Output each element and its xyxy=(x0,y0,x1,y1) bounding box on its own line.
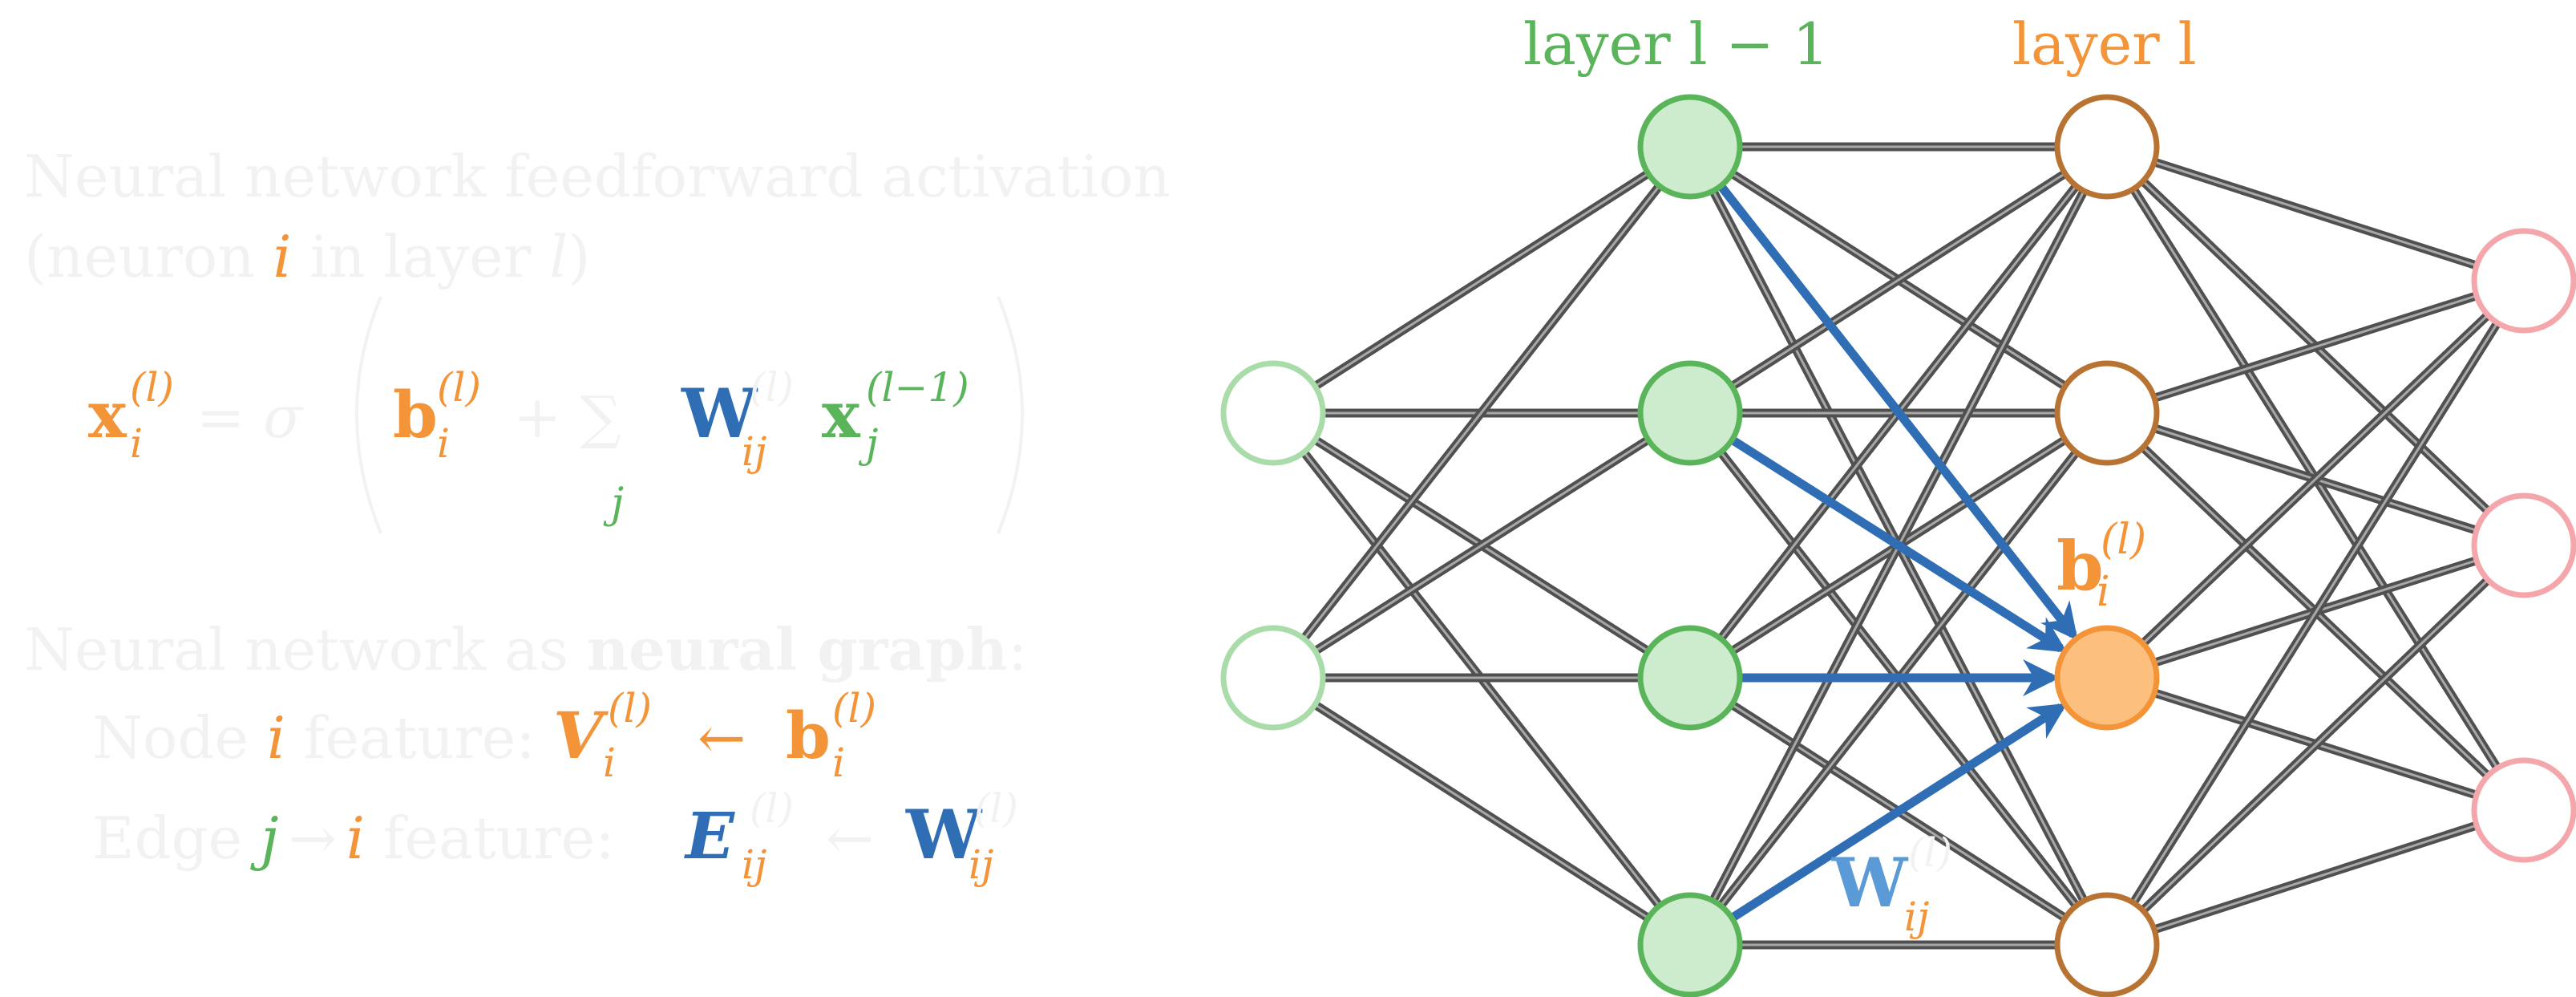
edge-core-cur3-output2 xyxy=(2106,809,2525,946)
equation-panel: Neural network feedforward activation (n… xyxy=(24,143,1171,888)
neuron-output-1 xyxy=(2471,492,2576,598)
eq-right-paren xyxy=(997,296,1024,534)
eq-W-superscript: (l) xyxy=(750,364,794,411)
node-feature-line: Node i feature: V (l) i ← b (l) i xyxy=(92,685,876,786)
svg-text:ij: ij xyxy=(742,841,767,888)
eq-b-symbol: b xyxy=(393,377,438,452)
edge-core-cur0-output0 xyxy=(2106,145,2525,282)
weight-label: W (l) ij xyxy=(1831,829,1952,940)
neuron-cur-3 xyxy=(2054,892,2160,997)
svg-text:i: i xyxy=(603,740,616,786)
svg-text:i: i xyxy=(832,740,845,786)
neuron-cur-1 xyxy=(2054,360,2160,466)
eq-x-symbol: x xyxy=(88,377,127,452)
neuron-input-0 xyxy=(1220,360,1326,466)
svg-text:b: b xyxy=(2056,526,2104,606)
edge-core-cur1-output0 xyxy=(2106,279,2525,415)
neuron-prev-0 xyxy=(1637,94,1743,200)
neuron-output-2 xyxy=(2471,757,2576,863)
eq-left-paren xyxy=(355,296,382,534)
neuron-input-1 xyxy=(1220,625,1326,731)
neuron-prev-2 xyxy=(1637,625,1743,731)
node-feature-arrow: ← xyxy=(698,704,746,772)
weight-arrows xyxy=(1717,183,2078,922)
bias-label: b (l) i xyxy=(2056,516,2146,616)
eq-equals-sigma: = σ xyxy=(196,383,304,451)
eq-b-subscript: i xyxy=(437,420,450,467)
layer-prev-label: layer l − 1 xyxy=(1523,10,1829,78)
edge-feature-arrow: ← xyxy=(826,804,874,872)
neuron-index-i: i xyxy=(273,223,291,290)
target-neuron-node xyxy=(2054,625,2160,731)
svg-text:ij: ij xyxy=(969,841,994,888)
node-feature-b: b xyxy=(786,698,831,773)
eq-x-superscript: (l) xyxy=(130,364,174,411)
svg-text:(l): (l) xyxy=(832,685,876,732)
edge-core-cur3-output1 xyxy=(2105,544,2525,946)
neuron-prev-1 xyxy=(1637,360,1743,466)
edge-core-input1-prev3 xyxy=(1272,676,1691,946)
edge-core-cur3-output0 xyxy=(2105,280,2525,946)
edge-feature-W: W xyxy=(905,795,983,874)
layer-index-l: l xyxy=(549,223,568,290)
weight-arrow-1 xyxy=(1729,436,2068,653)
edge-core-cur2-output0 xyxy=(2105,279,2525,679)
neuron-cur-0 xyxy=(2054,94,2160,200)
weight-arrow-3 xyxy=(1729,703,2068,922)
svg-text:(l): (l) xyxy=(1908,829,1952,876)
network-edges xyxy=(1269,142,2528,950)
node-feature-V: V xyxy=(553,698,609,773)
svg-text:(l): (l) xyxy=(974,785,1018,832)
eq-xprev-superscript: (l−1) xyxy=(866,364,969,411)
edge-core-input1-prev1 xyxy=(1272,411,1691,679)
weight-arrow-0 xyxy=(1717,183,2078,641)
layer-cur-label: layer l xyxy=(2012,10,2197,78)
feedforward-title: Neural network feedforward activation xyxy=(24,143,1171,210)
edge-core-input0-prev0 xyxy=(1272,145,1691,415)
svg-text:(l): (l) xyxy=(750,785,794,832)
edge-feature-line: Edge j→i feature: E (l) ij ← W (l) ij xyxy=(92,785,1018,888)
svg-text:i: i xyxy=(2097,568,2110,616)
eq-x-subscript: i xyxy=(130,420,143,467)
edge-core-input1-prev0 xyxy=(1272,146,1692,679)
eq-xprev-symbol: x xyxy=(822,377,861,452)
svg-text:Edge j→i feature:: Edge j→i feature: xyxy=(92,804,615,872)
svg-text:ij: ij xyxy=(1904,894,1930,940)
eq-plus-sum: + ∑ xyxy=(513,383,621,451)
svg-text:W: W xyxy=(1831,843,1909,922)
svg-text:(l): (l) xyxy=(608,685,652,732)
svg-text:Node i feature:: Node i feature: xyxy=(92,704,536,772)
eq-b-superscript: (l) xyxy=(437,364,481,411)
eq-W-subscript: ij xyxy=(742,428,767,475)
network-nodes xyxy=(1220,94,2576,997)
neural-graph-title: Neural network as neural graph: xyxy=(24,615,1027,683)
svg-text:(l): (l) xyxy=(2101,516,2146,564)
edge-feature-E: E xyxy=(684,798,735,873)
neuron-output-0 xyxy=(2471,228,2576,334)
edge-core-prev1-cur0 xyxy=(1689,145,2108,415)
feedforward-subtitle: (neuron i in layer l) xyxy=(24,223,590,290)
neuron-prev-3 xyxy=(1637,892,1743,997)
eq-W-symbol: W xyxy=(681,374,758,453)
